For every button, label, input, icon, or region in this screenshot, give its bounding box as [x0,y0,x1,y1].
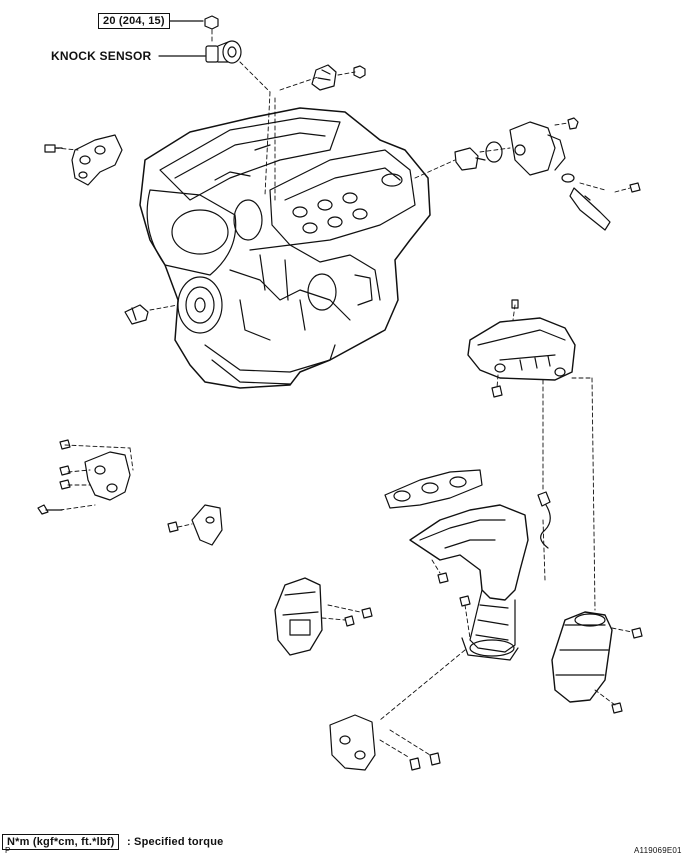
legend-description: : Specified torque [126,836,224,848]
oxygen-sensor [537,491,551,549]
heat-insulator-upper [467,299,576,398]
figure-id: A119069E01 [634,846,682,855]
knock-sensor-part [204,15,242,64]
exhaust-manifold-converter [409,504,529,661]
legend: N*m (kgf*cm, ft.*lbf) : Specified torque [2,832,223,850]
engine-mount-bracket-lower [37,439,131,515]
spark-plug-holes [292,192,368,234]
stay-bracket [167,504,223,546]
torque-spec-label: 20 (204, 15) [98,13,170,29]
crank-pulley [177,276,223,334]
leader-lines [158,20,206,57]
page-mark: P [5,846,11,855]
converter-support-bracket [329,714,441,771]
legend-torque-unit-box: N*m (kgf*cm, ft.*lbf) [2,834,120,850]
heat-insulator-lower [274,577,373,656]
sensor-connector-part [311,64,366,91]
dashed-assembly-lines [54,29,633,759]
engine-mount-bracket-left [44,134,123,186]
knock-sensor-label: KNOCK SENSOR [51,49,152,63]
oil-pressure-switch [124,304,149,325]
lower-converter [551,611,643,714]
manifold-nut [437,572,449,584]
thermostat-housing [454,117,641,231]
manifold-gasket [384,469,483,509]
oil-filler-cap [381,173,403,187]
engine-assembly [139,107,431,389]
manifold-stud [459,595,471,607]
